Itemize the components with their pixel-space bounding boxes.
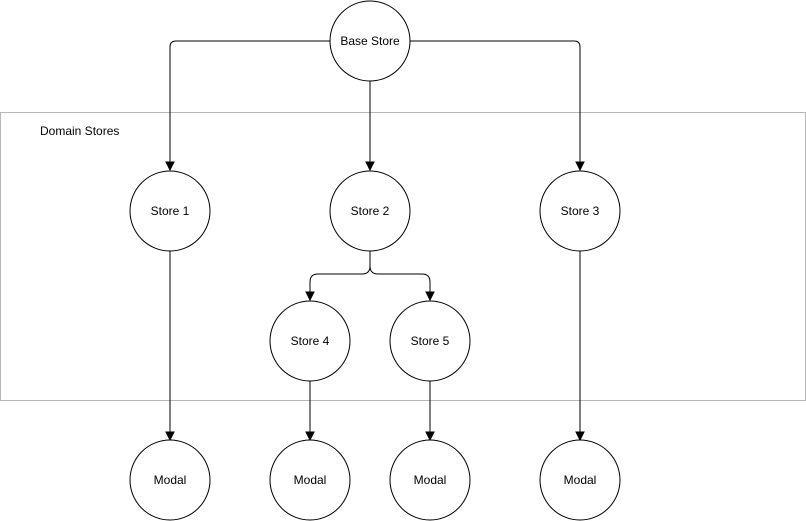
arrowhead <box>425 291 435 302</box>
edge-store2-store4 <box>309 251 371 293</box>
node-label: Store 4 <box>291 334 330 348</box>
arrowhead <box>575 161 585 172</box>
node-label: Modal <box>564 473 597 487</box>
node-store-3: Store 3 <box>539 170 621 252</box>
arrowhead <box>305 291 315 302</box>
arrowhead <box>365 161 375 172</box>
node-label: Modal <box>294 473 327 487</box>
node-label: Store 3 <box>561 204 600 218</box>
arrowhead <box>165 161 175 172</box>
node-label: Store 2 <box>351 204 390 218</box>
node-label: Store 5 <box>411 334 450 348</box>
node-store-4: Store 4 <box>269 300 351 382</box>
edge-base-store1 <box>169 40 330 163</box>
node-label: Modal <box>414 473 447 487</box>
node-base-store: Base Store <box>329 0 411 82</box>
domain-stores-label: Domain Stores <box>40 124 119 138</box>
node-modal-4: Modal <box>269 439 351 521</box>
node-modal-5: Modal <box>389 439 471 521</box>
edges <box>165 40 585 442</box>
arrowhead <box>575 431 585 442</box>
edge-base-store3 <box>410 40 581 163</box>
node-modal-3: Modal <box>539 439 621 521</box>
node-label: Store 1 <box>151 204 190 218</box>
node-label: Base Store <box>340 34 400 48</box>
edge-store2-store5 <box>369 265 431 293</box>
node-modal-1: Modal <box>129 439 211 521</box>
node-store-1: Store 1 <box>129 170 211 252</box>
node-store-5: Store 5 <box>389 300 471 382</box>
arrowhead <box>165 431 175 442</box>
node-label: Modal <box>154 473 187 487</box>
arrowhead <box>305 431 315 442</box>
node-store-2: Store 2 <box>329 170 411 252</box>
arrowhead <box>425 431 435 442</box>
